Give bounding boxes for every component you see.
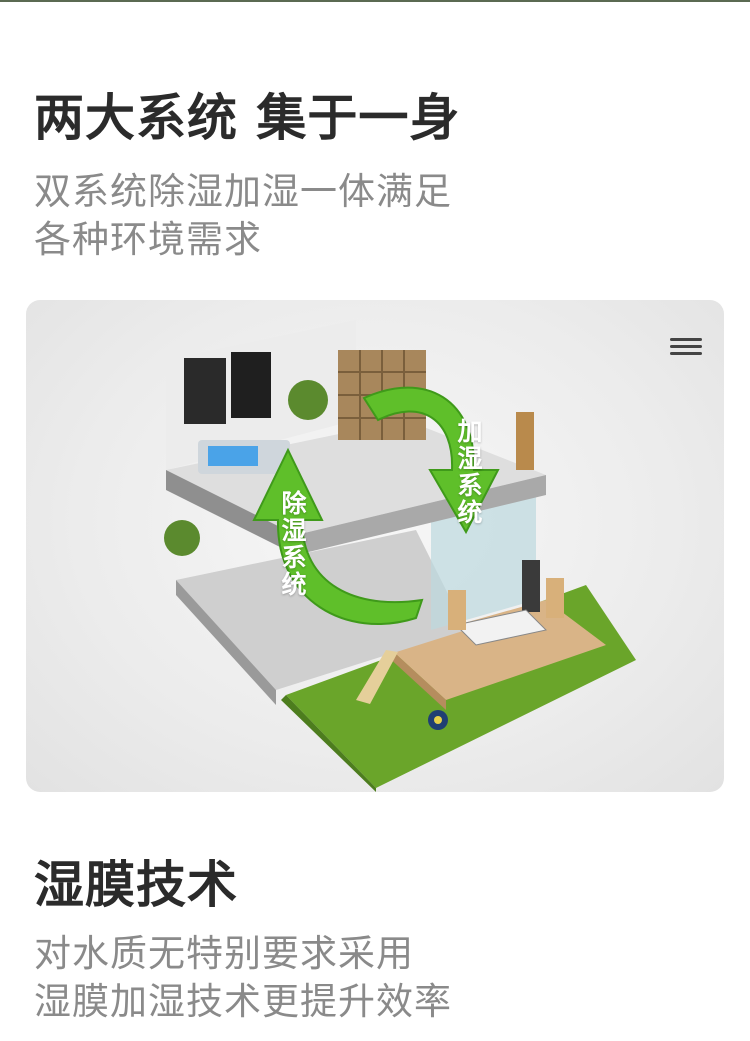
deck-chair-left: [448, 590, 466, 630]
poster-right: [231, 352, 271, 418]
dehumidify-label: 除湿系统: [278, 490, 307, 598]
wooden-deck: [386, 600, 606, 700]
section1-subtitle-line2: 各种环境需求: [34, 218, 262, 261]
humidify-label: 加湿系统: [454, 418, 483, 526]
section1-subtitle-line1: 双系统除湿加湿一体满足: [34, 170, 452, 213]
deck-chair-right: [546, 578, 564, 618]
lounge-chair: [356, 650, 398, 704]
plant-upper: [288, 380, 328, 420]
deck-table: [454, 609, 548, 646]
humidify-arrow: [362, 386, 500, 535]
section1-title: 两大系统 集于一身: [34, 89, 461, 147]
house-illustration: [164, 320, 636, 792]
section2-subtitle-line1: 对水质无特别要求采用: [34, 932, 414, 975]
poster-left: [184, 358, 226, 424]
section2-subtitle-line2: 湿膜加湿技术更提升效率: [34, 980, 452, 1023]
speaker-lower: [522, 560, 540, 612]
hamburger-menu-icon[interactable]: [670, 338, 702, 358]
top-divider: [0, 0, 750, 2]
house-illustration-card: 加湿系统 除湿系统: [26, 300, 724, 792]
section2-title: 湿膜技术: [34, 856, 238, 914]
plant-lower: [164, 520, 200, 556]
dehumidify-arrow: [252, 447, 424, 625]
speaker-upper: [516, 412, 534, 470]
ground-floor: [176, 530, 466, 690]
